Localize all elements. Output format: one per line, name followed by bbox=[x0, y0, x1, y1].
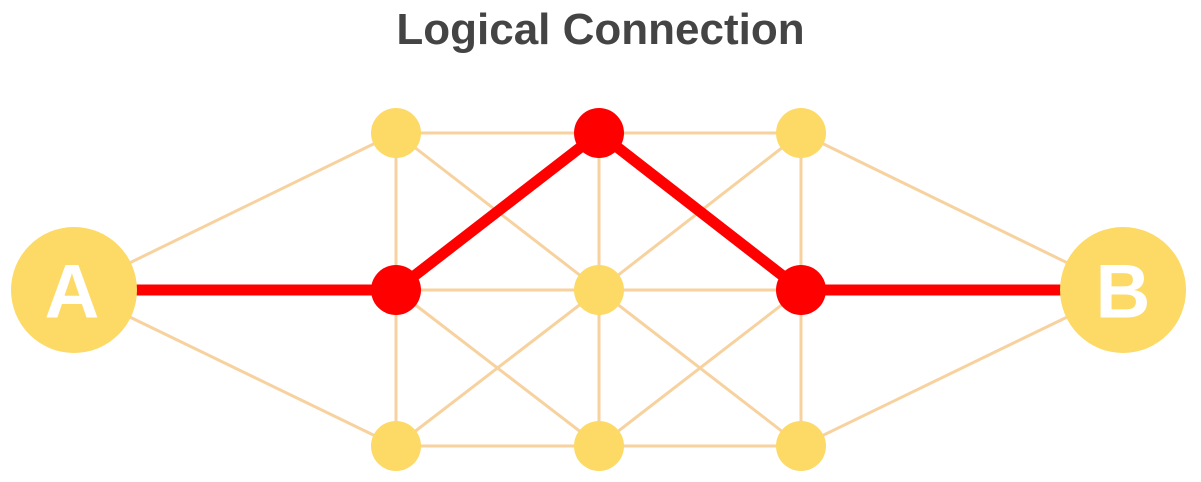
endpoint-a-circle bbox=[11, 227, 137, 353]
node-bottom-right bbox=[776, 421, 826, 471]
node-top-center bbox=[574, 108, 624, 158]
node-bottom-center bbox=[574, 421, 624, 471]
endpoint-b: B bbox=[1060, 227, 1186, 353]
diagram-title: Logical Connection bbox=[396, 5, 805, 54]
node-bottom-left bbox=[371, 421, 421, 471]
node-mid-left bbox=[371, 265, 421, 315]
mesh-nodes bbox=[371, 108, 826, 471]
node-mid-right bbox=[776, 265, 826, 315]
endpoint-a-label: A bbox=[45, 250, 100, 335]
endpoint-b-circle bbox=[1060, 227, 1186, 353]
node-top-right bbox=[776, 108, 826, 158]
node-top-left bbox=[371, 108, 421, 158]
link-diag-8 bbox=[597, 288, 803, 448]
endpoint-a: A bbox=[11, 227, 137, 353]
endpoint-b-label: B bbox=[1096, 250, 1151, 335]
node-mid-center bbox=[574, 265, 624, 315]
link-diag-5 bbox=[394, 288, 601, 448]
